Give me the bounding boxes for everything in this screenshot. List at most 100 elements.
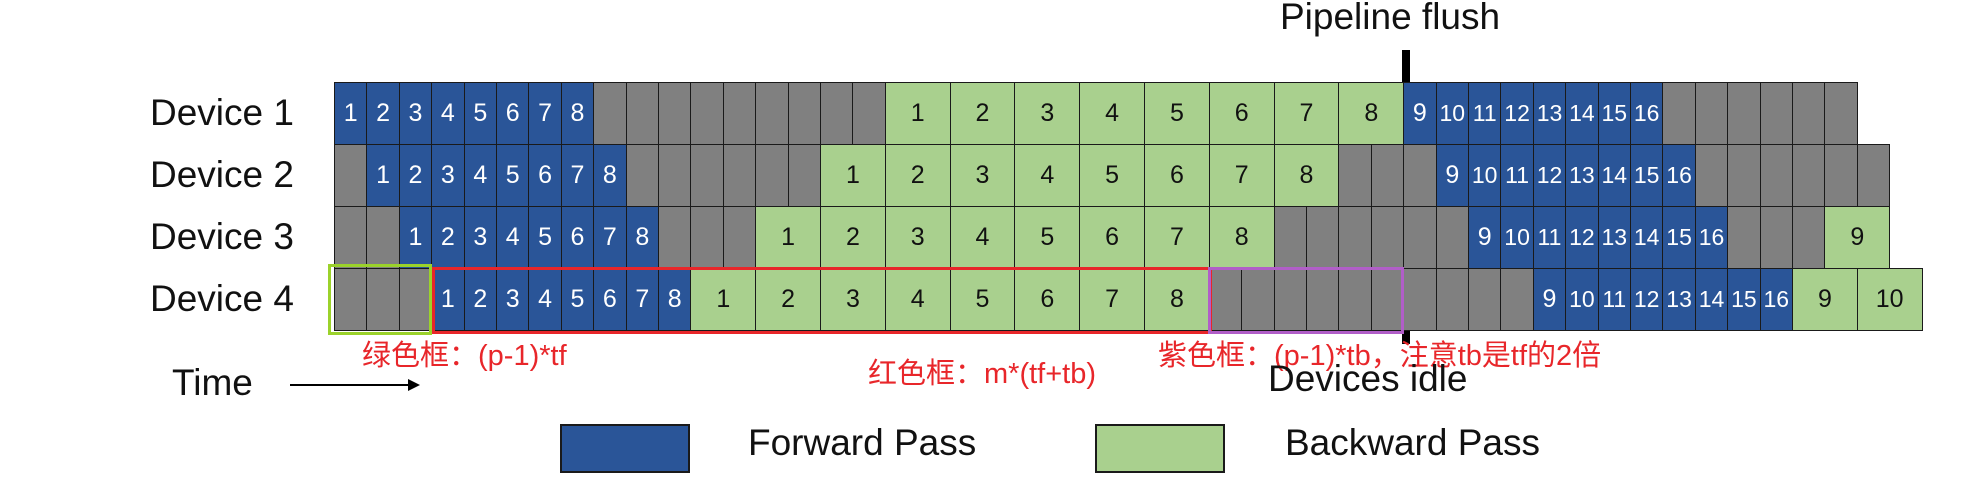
forward-cell: 12: [1565, 206, 1599, 269]
forward-cell: 9: [1468, 206, 1502, 269]
backward-cell: 5: [1079, 144, 1145, 207]
idle-cell: [1370, 144, 1405, 207]
legend-swatch-forward: [560, 424, 690, 473]
forward-cell: 4: [431, 82, 465, 145]
backward-cell: 9: [1824, 206, 1891, 269]
forward-cell: 3: [431, 144, 465, 207]
backward-cell: 5: [1144, 82, 1210, 145]
backward-cell: 6: [1079, 206, 1145, 269]
backward-cell: 1: [820, 144, 886, 207]
forward-cell: 3: [463, 206, 497, 269]
forward-cell: 10: [1468, 144, 1502, 207]
idle-cell: [1370, 268, 1405, 331]
backward-cell: 3: [884, 206, 951, 269]
purple-box-note: 紫色框：(p-1)*tb，注意tb是tf的2倍: [1158, 340, 1602, 372]
forward-cell: 13: [1565, 144, 1599, 207]
idle-cell: [658, 144, 692, 207]
forward-cell: 14: [1597, 144, 1631, 207]
idle-cell: [1241, 268, 1275, 331]
backward-cell: 3: [949, 144, 1016, 207]
backward-cell: 2: [884, 144, 951, 207]
backward-cell: 4: [949, 206, 1016, 269]
forward-cell: 6: [593, 268, 627, 331]
pipeline-flush-title: Pipeline flush: [1280, 0, 1501, 37]
forward-cell: 5: [463, 82, 497, 145]
idle-cell: [1338, 144, 1372, 207]
idle-cell: [1306, 268, 1340, 331]
idle-cell: [1824, 82, 1858, 145]
idle-cell: [625, 144, 659, 207]
forward-cell: 10: [1500, 206, 1534, 269]
idle-cell: [1273, 268, 1307, 331]
idle-cell: [1824, 144, 1858, 207]
forward-cell: 7: [528, 82, 562, 145]
forward-cell: 7: [625, 268, 659, 331]
forward-cell: 2: [431, 206, 465, 269]
idle-cell: [1500, 268, 1534, 331]
forward-cell: 9: [1403, 82, 1437, 145]
cooldown-highlight-box: [1208, 267, 1404, 334]
forward-cell: 16: [1694, 206, 1729, 269]
backward-cell: 4: [1079, 82, 1145, 145]
backward-cell: 5: [1014, 206, 1081, 269]
idle-cell: [690, 82, 724, 145]
forward-cell: 12: [1630, 268, 1664, 331]
forward-cell: 7: [593, 206, 627, 269]
forward-cell: 16: [1759, 268, 1793, 331]
idle-cell: [1338, 268, 1372, 331]
forward-cell: 13: [1597, 206, 1631, 269]
forward-cell: 12: [1500, 82, 1534, 145]
backward-cell: 8: [1208, 206, 1275, 269]
idle-cell: [1727, 144, 1761, 207]
forward-cell: 2: [366, 82, 400, 145]
backward-cell: 7: [1208, 144, 1275, 207]
forward-cell: 10: [1565, 268, 1599, 331]
forward-cell: 9: [1435, 144, 1469, 207]
idle-cell: [398, 268, 433, 331]
forward-cell: 5: [560, 268, 595, 331]
idle-cell: [366, 268, 400, 331]
idle-cell: [755, 144, 789, 207]
idle-cell: [787, 144, 821, 207]
forward-cell: 14: [1565, 82, 1599, 145]
backward-cell: 6: [1144, 144, 1210, 207]
forward-cell: 15: [1727, 268, 1761, 331]
idle-cell: [722, 206, 757, 269]
device-label-2: Device 2: [150, 154, 294, 195]
backward-cell: 1: [884, 82, 951, 145]
idle-cell: [755, 82, 789, 145]
idle-cell: [820, 82, 854, 145]
idle-cell: [852, 82, 886, 145]
forward-cell: 4: [463, 144, 497, 207]
forward-cell: 11: [1597, 268, 1631, 331]
backward-cell: 10: [1856, 268, 1923, 331]
idle-cell: [1694, 144, 1729, 207]
idle-cell: [1370, 206, 1405, 269]
idle-cell: [1727, 206, 1761, 269]
idle-cell: [658, 82, 692, 145]
idle-cell: [1792, 144, 1826, 207]
devices-idle-label: Devices idle: [1268, 358, 1468, 399]
idle-cell: [1435, 206, 1469, 269]
idle-cell: [1759, 206, 1793, 269]
forward-cell: 5: [528, 206, 562, 269]
backward-cell: 2: [755, 268, 821, 331]
idle-cell: [690, 144, 724, 207]
forward-cell: 11: [1468, 82, 1502, 145]
idle-cell: [366, 206, 400, 269]
forward-cell: 5: [496, 144, 530, 207]
idle-cell: [1468, 268, 1502, 331]
green-box-note: 绿色框：(p-1)*tf: [362, 340, 567, 372]
forward-cell: 12: [1532, 144, 1567, 207]
forward-cell: 4: [528, 268, 562, 331]
forward-cell: 2: [398, 144, 433, 207]
forward-cell: 6: [560, 206, 595, 269]
backward-cell: 3: [820, 268, 886, 331]
idle-cell: [1759, 144, 1793, 207]
forward-cell: 7: [560, 144, 595, 207]
device-label-4: Device 4: [150, 278, 294, 319]
time-arrow-icon: [290, 379, 420, 391]
backward-cell: 8: [1338, 82, 1405, 145]
idle-cell: [1759, 82, 1793, 145]
idle-cell: [1338, 206, 1372, 269]
